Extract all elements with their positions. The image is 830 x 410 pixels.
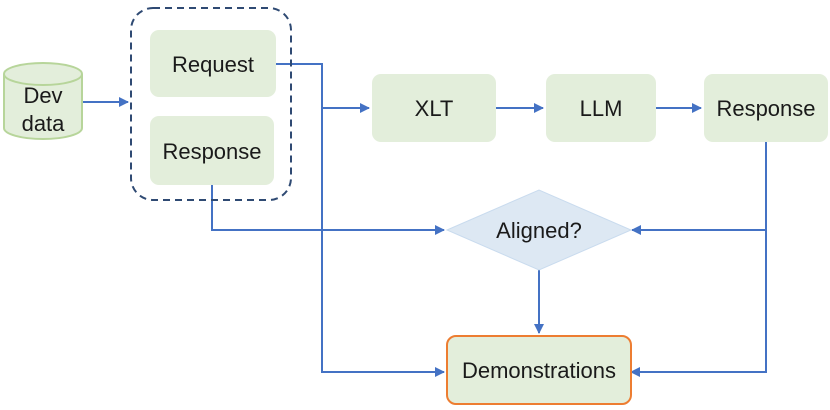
response-left-node: Response	[150, 116, 274, 185]
request-label: Request	[172, 52, 254, 77]
aligned-label: Aligned?	[496, 218, 582, 243]
request-node: Request	[150, 30, 276, 97]
demonstrations-node: Demonstrations	[446, 335, 632, 405]
dataset-group-dashed	[130, 7, 292, 201]
dev-data-cylinder: Dev data	[3, 62, 83, 140]
response-right-label: Response	[716, 96, 815, 121]
response-right-node: Response	[704, 74, 828, 142]
arrow-response-to-aligned	[631, 142, 767, 235]
arrow-response-to-demonstrations	[630, 230, 767, 377]
dev-data-label-line2: data	[22, 111, 66, 136]
llm-node: LLM	[546, 74, 656, 142]
response-left-label: Response	[162, 139, 261, 164]
xlt-node: XLT	[372, 74, 496, 142]
arrow-left-response-to-aligned	[211, 185, 445, 235]
connectors	[82, 63, 767, 377]
demonstrations-label: Demonstrations	[462, 358, 616, 383]
aligned-decision-node: Aligned?	[445, 189, 633, 271]
arrow-request-to-demonstrations	[321, 108, 445, 377]
dev-data-label-line1: Dev	[23, 83, 62, 108]
arrow-request-to-xlt	[276, 63, 370, 113]
xlt-label: XLT	[415, 96, 454, 121]
llm-label: LLM	[580, 96, 623, 121]
